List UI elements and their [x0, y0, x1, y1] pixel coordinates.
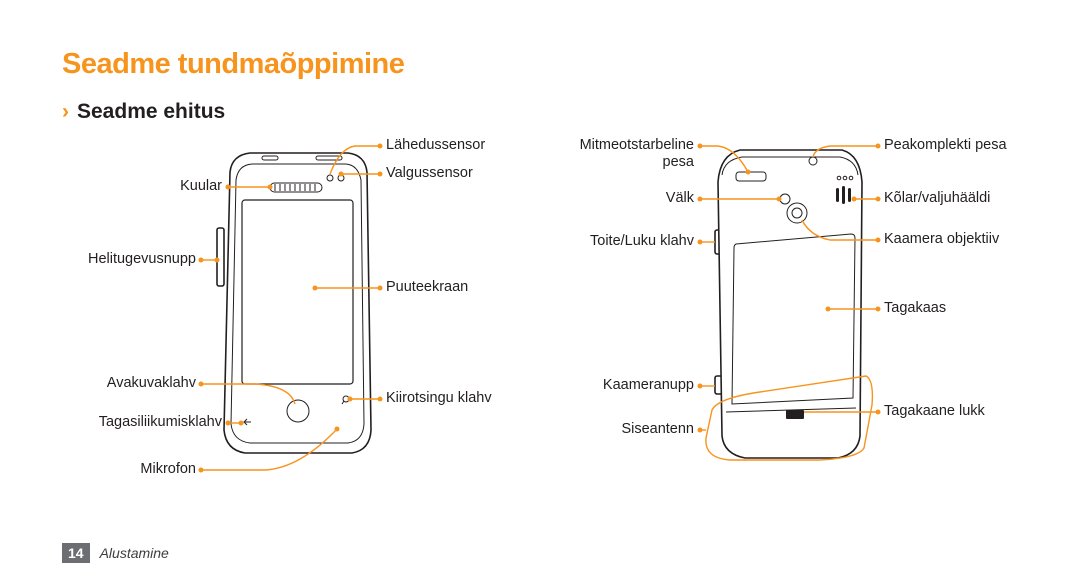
page-title: Seadme tundmaõppimine: [62, 48, 405, 80]
earpiece-grille: [274, 184, 316, 191]
label-home-key: Avakuvaklahv: [106, 375, 196, 391]
label-touch-screen: Puuteekraan: [386, 279, 469, 295]
section-heading: › Seadme ehitus: [62, 100, 225, 124]
page-footer: 14 Alustamine: [62, 543, 169, 563]
home-key-shape: [286, 399, 310, 423]
label-internal-antenna: Siseantenn: [621, 421, 694, 437]
label-proximity-sensor: Lähedussensor: [386, 137, 486, 153]
phone-front: [216, 152, 372, 454]
section-name: Alustamine: [99, 545, 169, 561]
back-cover-lock-shape: [786, 410, 804, 419]
back-callouts: [697, 143, 881, 433]
label-flash: Välk: [665, 190, 694, 206]
label-speaker: Kõlar/valjuhääldi: [884, 190, 991, 206]
back-cover-shape: [731, 233, 856, 405]
chevron-right-icon: ›: [62, 100, 69, 123]
label-back-cover: Tagakaas: [884, 300, 947, 316]
proximity-sensor-shape: [326, 174, 334, 182]
label-search-key: Kiirotsingu klahv: [386, 390, 492, 406]
label-headset-jack: Peakomplekti pesa: [884, 137, 1007, 153]
label-power-key: Toite/Luku klahv: [590, 233, 694, 249]
label-light-sensor: Valgussensor: [386, 165, 473, 181]
label-camera-button: Kaameranupp: [602, 377, 694, 393]
label-back-key: Tagasiliikumisklahv: [98, 414, 222, 430]
label-volume-key: Helitugevusnupp: [87, 251, 196, 267]
touch-screen-shape: [241, 199, 354, 385]
page-number: 14: [62, 543, 90, 563]
volume-key-shape: [216, 227, 225, 287]
back-key-shape: [243, 418, 251, 426]
antenna-area-outline: [705, 375, 874, 461]
label-earpiece: Kuular: [180, 178, 222, 194]
camera-lens-shape: [786, 202, 808, 224]
multifunction-jack-shape: [735, 171, 767, 182]
section-heading-text: Seadme ehitus: [77, 100, 226, 123]
label-microphone: Mikrofon: [140, 461, 196, 477]
label-camera-lens: Kaamera objektiiv: [884, 231, 1000, 247]
label-multifunction-jack-line2: pesa: [662, 154, 694, 170]
phone-back: [705, 149, 874, 461]
label-multifunction-jack: Mitmeotstarbeline pesa: [580, 137, 694, 171]
speaker-grille: [836, 175, 854, 204]
front-callouts: [198, 143, 383, 473]
label-multifunction-jack-line1: Mitmeotstarbeline: [579, 137, 694, 153]
label-back-cover-lock: Tagakaane lukk: [884, 403, 985, 419]
